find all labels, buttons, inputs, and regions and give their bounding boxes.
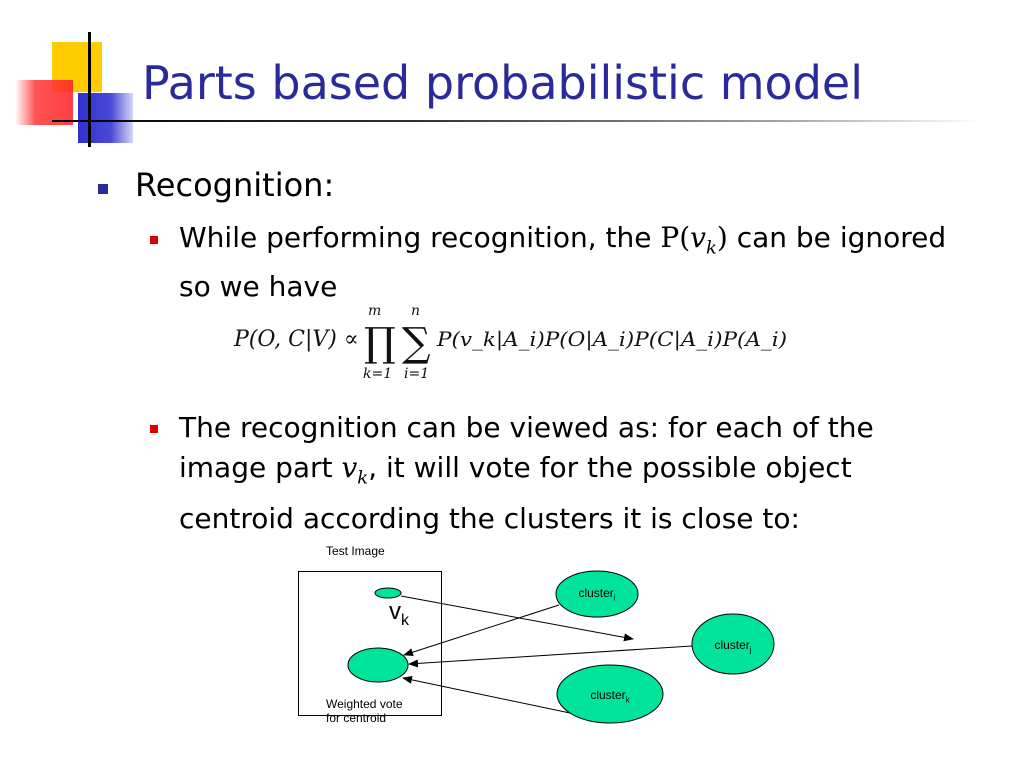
bullet-text-2: The recognition can be viewed as: for ea… xyxy=(179,408,949,539)
vk-label: vk xyxy=(389,598,409,630)
vk-sub: k xyxy=(401,611,409,629)
eq-sum-upper: n xyxy=(411,303,420,319)
bullet-text-1: While performing recognition, the P(vk) … xyxy=(179,219,949,306)
weighted-vote-label: Weighted vote for centroid xyxy=(326,697,403,725)
math-fn: P( xyxy=(660,221,691,254)
bullet-1-text-before: While performing recognition, the xyxy=(179,221,661,254)
cluster-sub: j xyxy=(749,645,752,655)
vk-main: v xyxy=(389,598,401,625)
title-underline xyxy=(52,120,982,122)
eq-sum-symbol: ∑ xyxy=(402,320,431,366)
cluster-base: cluster xyxy=(714,638,750,652)
image-part-ellipse xyxy=(374,587,402,599)
vote-label-line-1: Weighted vote xyxy=(326,697,403,711)
cluster-j-label: clusterj xyxy=(692,638,774,654)
cluster-j-ellipse xyxy=(691,613,775,675)
logo-square-blue xyxy=(78,93,133,143)
cluster-base: cluster xyxy=(590,688,626,702)
recognition-equation: P(O, C|V) ∝ m ∏ k=1 n ∑ i=1 P(v_k|A_i)P(… xyxy=(233,303,787,382)
cluster-i-ellipse xyxy=(555,570,639,618)
bullet-1-text-after: can be ignored so we have xyxy=(179,221,947,303)
cluster-i-label: clusteri xyxy=(556,586,638,602)
arrow-cluster-k-vote xyxy=(402,675,571,714)
eq-prod-upper: m xyxy=(368,303,381,319)
math-var: v xyxy=(341,451,358,484)
cluster-k-label: clusterk xyxy=(557,688,663,704)
vote-label-line-2: for centroid xyxy=(326,711,387,725)
arrow-part-to-cluster xyxy=(400,595,634,642)
cluster-sub: k xyxy=(625,695,630,705)
bullet-square-red xyxy=(150,425,158,433)
bullet-square-red xyxy=(150,236,158,244)
cluster-k-ellipse xyxy=(556,664,664,724)
eq-rhs: P(v_k|A_i)P(O|A_i)P(C|A_i)P(A_i) xyxy=(436,327,787,352)
bullet-2-text-before: The recognition can be viewed as: for ea… xyxy=(179,411,874,484)
arrow-cluster-j-vote xyxy=(408,645,693,668)
section-heading: Recognition: xyxy=(135,166,335,204)
math-sub: k xyxy=(357,467,369,489)
slide-title: Parts based probabilistic model xyxy=(142,56,863,110)
math-p-vk: P(vk) xyxy=(660,221,728,259)
cluster-base: cluster xyxy=(578,586,614,600)
math-close: ) xyxy=(716,221,728,254)
bullet-2-text-after: , it will vote for the possible object c… xyxy=(179,451,852,535)
cluster-sub: i xyxy=(613,593,616,603)
eq-sum-lower: i=1 xyxy=(404,366,429,382)
arrow-cluster-i-vote xyxy=(403,604,560,657)
bullet-square-blue xyxy=(98,184,108,194)
math-var: v xyxy=(690,221,706,254)
test-image-label: Test Image xyxy=(326,544,385,558)
eq-product-symbol: ∏ xyxy=(364,320,396,366)
math-sub: k xyxy=(705,237,717,259)
test-image-frame xyxy=(298,571,442,716)
eq-prod-lower: k=1 xyxy=(363,366,392,382)
eq-lhs: P(O, C|V) ∝ xyxy=(233,327,359,352)
logo-vertical-line xyxy=(88,32,91,147)
centroid-ellipse xyxy=(347,647,409,683)
math-vk: vk xyxy=(341,451,368,489)
logo-square-red xyxy=(15,80,73,125)
